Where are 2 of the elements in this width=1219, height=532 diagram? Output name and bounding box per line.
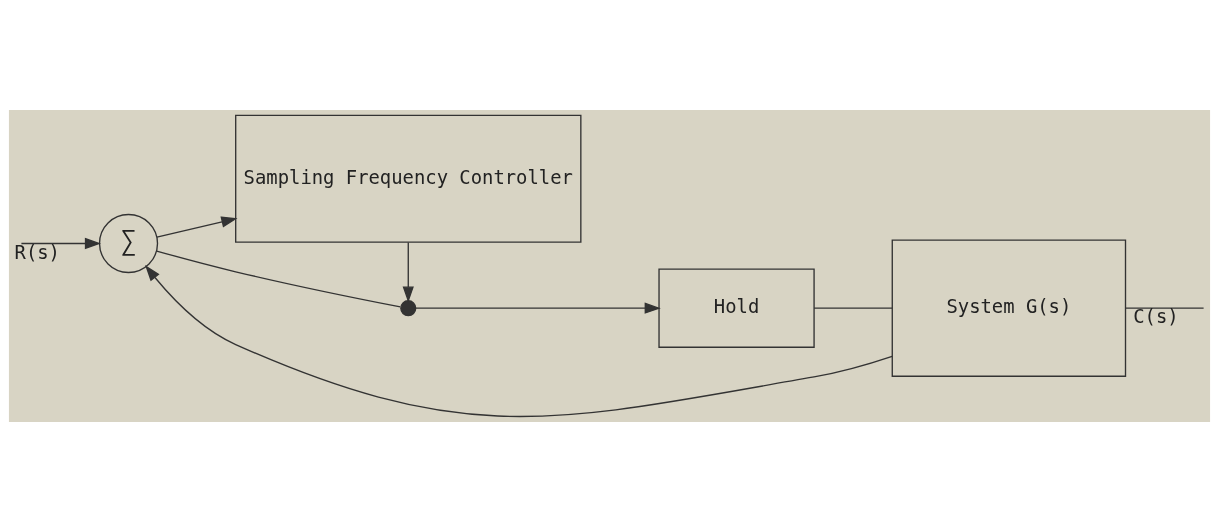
edge-label: C(s): [1133, 305, 1179, 328]
edge-label: R(s): [14, 240, 60, 263]
